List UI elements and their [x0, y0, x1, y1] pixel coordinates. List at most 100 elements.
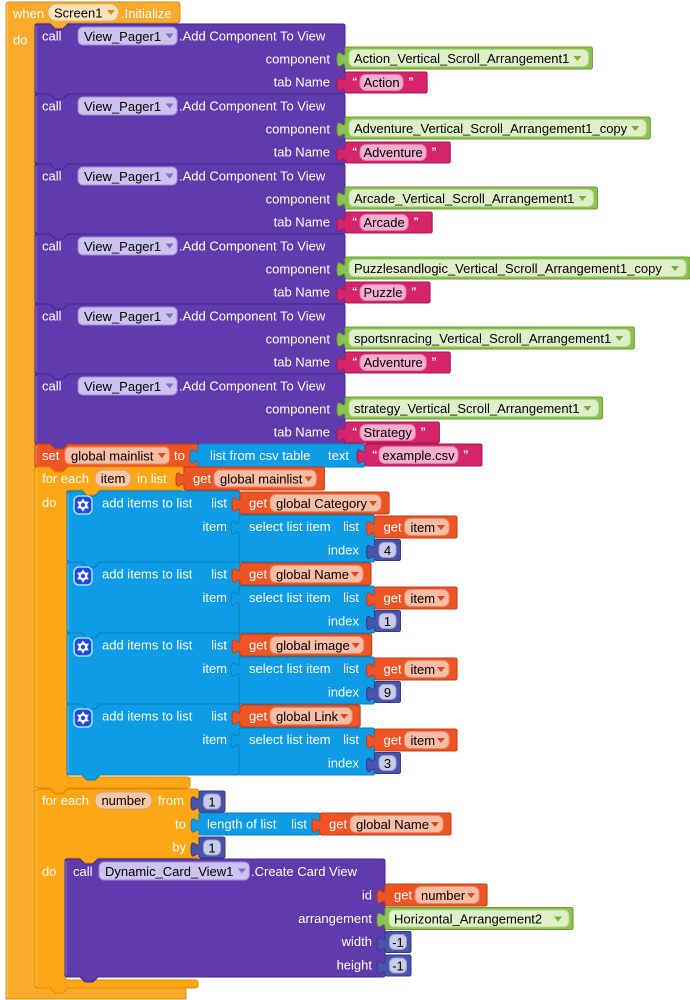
- svg-text:“: “: [352, 146, 358, 158]
- svg-text:when: when: [12, 6, 44, 21]
- svg-text:get: get: [193, 471, 211, 486]
- svg-text:height: height: [337, 958, 373, 973]
- svg-text:Horizontal_Arrangement2: Horizontal_Arrangement2: [394, 912, 542, 927]
- svg-text:.Add Component To View: .Add Component To View: [179, 309, 326, 324]
- svg-text:select list item: select list item: [249, 732, 331, 747]
- svg-text:index: index: [328, 756, 360, 771]
- svg-text:tab Name: tab Name: [274, 215, 330, 230]
- svg-text:3: 3: [384, 756, 391, 771]
- svg-text:.Add Component To View: .Add Component To View: [179, 99, 326, 114]
- svg-text:get: get: [384, 520, 402, 535]
- svg-text:item: item: [202, 732, 227, 747]
- svg-text:index: index: [328, 614, 360, 629]
- svg-text:get: get: [249, 567, 267, 582]
- svg-text:call: call: [42, 99, 62, 114]
- svg-text:component: component: [266, 262, 331, 277]
- svg-text:list: list: [211, 709, 227, 724]
- svg-text:call: call: [42, 169, 62, 184]
- svg-text:tab Name: tab Name: [274, 425, 330, 440]
- svg-text:“: “: [352, 216, 358, 228]
- svg-text:component: component: [266, 402, 331, 417]
- svg-text:select list item: select list item: [249, 519, 331, 534]
- svg-text:component: component: [266, 332, 331, 347]
- svg-text:call: call: [42, 29, 62, 44]
- svg-text:select list item: select list item: [249, 661, 331, 676]
- svg-text:Dynamic_Card_View1: Dynamic_Card_View1: [105, 864, 233, 879]
- svg-text:list: list: [291, 817, 307, 832]
- svg-text:global Category: global Category: [276, 496, 368, 511]
- svg-text:Strategy: Strategy: [364, 425, 413, 440]
- svg-text:.Add Component To View: .Add Component To View: [179, 29, 326, 44]
- svg-text:Adventure_Vertical_Scroll_Arra: Adventure_Vertical_Scroll_Arrangement1_c…: [354, 121, 628, 136]
- svg-text:global mainlist: global mainlist: [220, 472, 303, 487]
- svg-text:strategy_Vertical_Scroll_Arran: strategy_Vertical_Scroll_Arrangement1: [354, 401, 579, 416]
- svg-text:sportsnracing_Vertical_Scroll_: sportsnracing_Vertical_Scroll_Arrangemen…: [354, 331, 611, 346]
- svg-text:-1: -1: [392, 959, 404, 974]
- svg-text:”: ”: [431, 146, 437, 158]
- svg-text:tab Name: tab Name: [274, 285, 330, 300]
- svg-text:”: ”: [411, 286, 417, 298]
- svg-text:call: call: [42, 309, 62, 324]
- svg-text:global mainlist: global mainlist: [71, 449, 154, 464]
- svg-text:index: index: [328, 685, 360, 700]
- svg-text:list: list: [343, 661, 359, 676]
- svg-text:“: “: [352, 426, 358, 438]
- svg-text:item: item: [411, 662, 436, 677]
- svg-text:item: item: [202, 519, 227, 534]
- svg-text:1: 1: [208, 841, 215, 856]
- svg-text:global image: global image: [276, 638, 350, 653]
- svg-text:by: by: [172, 840, 186, 855]
- svg-text:global Name: global Name: [356, 817, 429, 832]
- svg-text:for each: for each: [42, 793, 89, 808]
- svg-text:1: 1: [208, 795, 215, 810]
- svg-text:to: to: [175, 817, 186, 832]
- svg-text:9: 9: [384, 685, 391, 700]
- svg-text:component: component: [266, 52, 331, 67]
- svg-text:”: ”: [463, 449, 469, 461]
- svg-text:Arcade_Vertical_Scroll_Arrange: Arcade_Vertical_Scroll_Arrangement1: [354, 191, 574, 206]
- svg-text:list: list: [343, 590, 359, 605]
- svg-text:call: call: [73, 864, 93, 879]
- svg-text:list: list: [343, 732, 359, 747]
- svg-text:tab Name: tab Name: [274, 75, 330, 90]
- svg-text:item: item: [202, 590, 227, 605]
- svg-text:global Name: global Name: [276, 567, 349, 582]
- svg-text:tab Name: tab Name: [274, 145, 330, 160]
- svg-text:get: get: [384, 662, 402, 677]
- svg-text:list from csv table: list from csv table: [210, 448, 310, 463]
- svg-text:add items to list: add items to list: [102, 567, 193, 582]
- svg-text:tab Name: tab Name: [274, 355, 330, 370]
- svg-text:Puzzlesandlogic_Vertical_Scrol: Puzzlesandlogic_Vertical_Scroll_Arrangem…: [354, 261, 662, 276]
- svg-text:for each: for each: [42, 471, 89, 486]
- svg-text:get: get: [249, 638, 267, 653]
- svg-text:.Add Component To View: .Add Component To View: [179, 239, 326, 254]
- svg-text:item: item: [101, 471, 126, 486]
- svg-text:number: number: [421, 888, 466, 903]
- svg-text:add items to list: add items to list: [102, 638, 193, 653]
- svg-text:from: from: [158, 793, 184, 808]
- svg-text:View_Pager1: View_Pager1: [84, 239, 161, 254]
- svg-text:View_Pager1: View_Pager1: [84, 169, 161, 184]
- svg-text:Puzzle: Puzzle: [364, 285, 403, 300]
- svg-text:call: call: [42, 379, 62, 394]
- svg-text:id: id: [362, 888, 372, 903]
- svg-text:set: set: [42, 448, 60, 463]
- svg-text:get: get: [249, 709, 267, 724]
- svg-text:.Add Component To View: .Add Component To View: [179, 169, 326, 184]
- svg-text:Adventure: Adventure: [364, 355, 423, 370]
- svg-text:Action_Vertical_Scroll_Arrange: Action_Vertical_Scroll_Arrangement1: [354, 51, 569, 66]
- svg-text:component: component: [266, 192, 331, 207]
- svg-text:do: do: [42, 495, 56, 510]
- svg-text:do: do: [13, 33, 27, 48]
- svg-text:item: item: [411, 520, 436, 535]
- svg-text:list: list: [211, 638, 227, 653]
- svg-text:”: ”: [431, 356, 437, 368]
- svg-text:Action: Action: [364, 75, 400, 90]
- svg-text:”: ”: [413, 216, 419, 228]
- svg-text:example.csv: example.csv: [382, 448, 455, 463]
- svg-text:arrangement: arrangement: [298, 911, 372, 926]
- svg-text:Screen1: Screen1: [54, 6, 102, 21]
- svg-text:Arcade: Arcade: [364, 215, 405, 230]
- svg-text:View_Pager1: View_Pager1: [84, 379, 161, 394]
- svg-text:list: list: [211, 496, 227, 511]
